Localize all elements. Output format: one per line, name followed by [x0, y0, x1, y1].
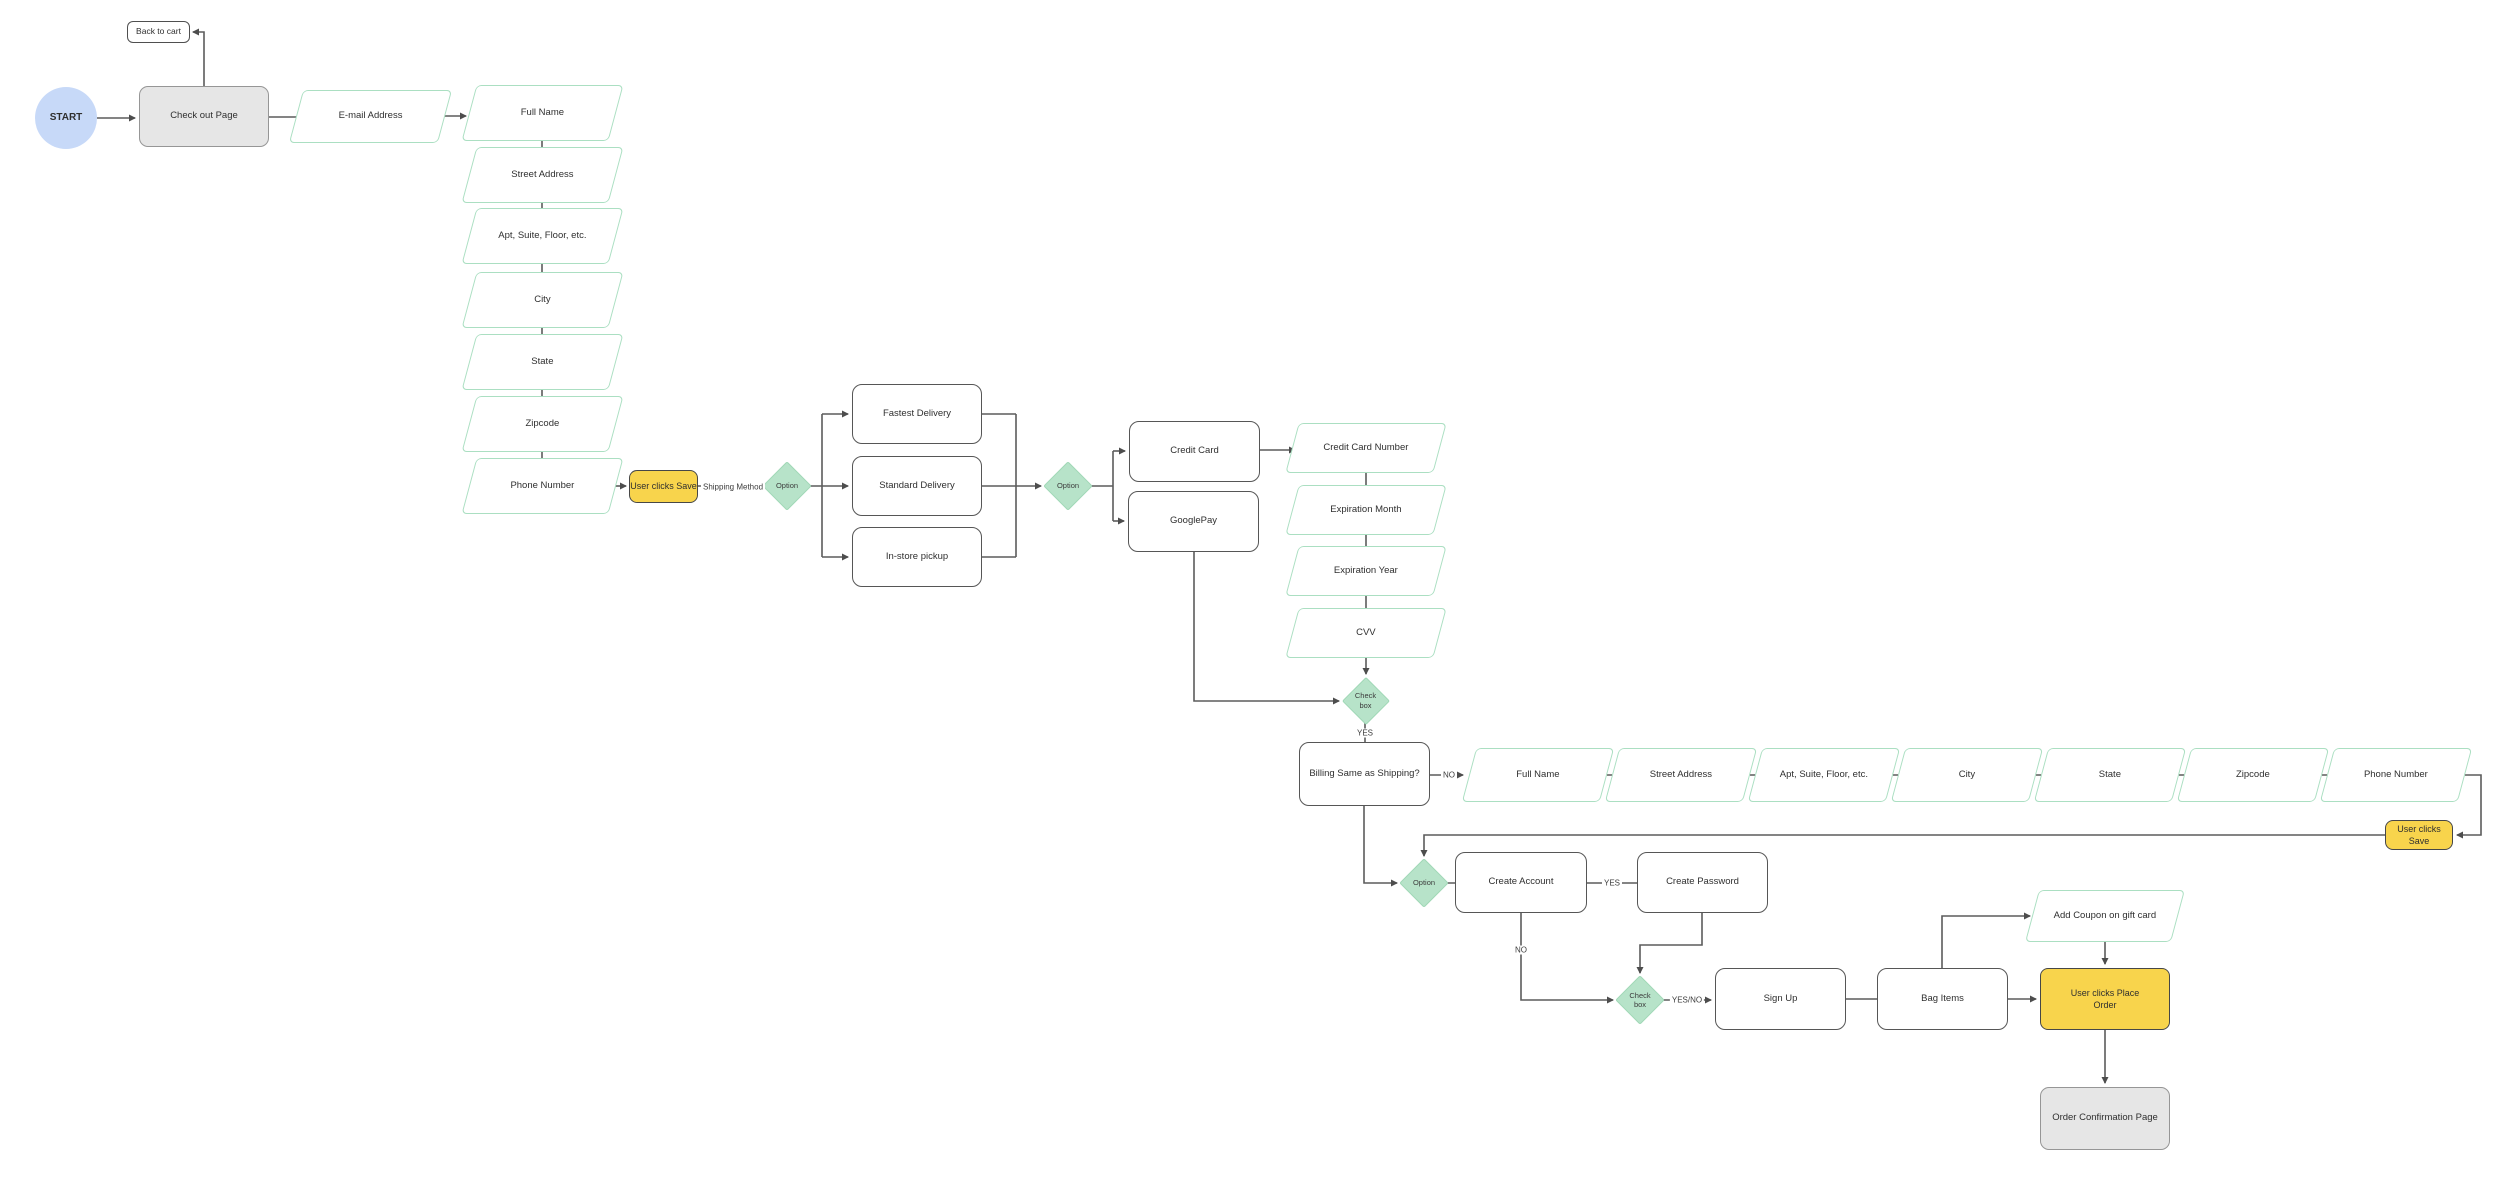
- node-checkout-page: Check out Page: [139, 86, 269, 147]
- node-label: Apt, Suite, Floor, etc.: [498, 229, 587, 241]
- node-check-box-billing: Check box: [1341, 676, 1390, 725]
- node-bill-street-address: Street Address: [1604, 748, 1758, 802]
- node-label: Expiration Year: [1334, 564, 1398, 576]
- node-bill-phone: Phone Number: [2319, 748, 2473, 802]
- node-user-clicks-save-1: User clicks Save: [629, 470, 698, 503]
- node-bill-zipcode: Zipcode: [2176, 748, 2330, 802]
- node-bill-full-name: Full Name: [1461, 748, 1615, 802]
- node-ship-city: City: [461, 272, 624, 328]
- node-ship-street-address: Street Address: [461, 147, 624, 203]
- node-sign-up: Sign Up: [1715, 968, 1846, 1030]
- node-label: Street Address: [511, 168, 574, 180]
- node-create-password: Create Password: [1637, 852, 1768, 913]
- node-label: State: [2098, 768, 2122, 780]
- edge-label-account-yes: YES: [1601, 878, 1623, 888]
- node-bill-state: State: [2033, 748, 2187, 802]
- node-back-to-cart: Back to cart: [127, 21, 190, 43]
- edge-label-account-no: NO: [1513, 945, 1529, 955]
- node-billing-same-as-shipping: Billing Same as Shipping?: [1299, 742, 1430, 806]
- node-option-account: Option: [1399, 858, 1449, 908]
- node-label: User clicks Place Order: [2070, 987, 2140, 1010]
- node-label: Option: [775, 481, 799, 491]
- node-label: Option: [1412, 878, 1436, 888]
- node-cc-number: Credit Card Number: [1285, 423, 1447, 473]
- node-ship-state: State: [461, 334, 624, 390]
- node-label: Zipcode: [2236, 768, 2270, 780]
- node-exp-month: Expiration Month: [1285, 485, 1447, 535]
- node-create-account: Create Account: [1455, 852, 1587, 913]
- node-check-box-account: Check box: [1615, 975, 1665, 1025]
- node-label: Option: [1056, 481, 1080, 491]
- node-label: Apt, Suite, Floor, etc.: [1779, 768, 1869, 780]
- node-label: City: [534, 293, 551, 305]
- node-label: Credit Card Number: [1323, 441, 1409, 453]
- edge-label-shipping-method: Shipping Method: [700, 482, 766, 492]
- node-ship-apt: Apt, Suite, Floor, etc.: [461, 208, 624, 264]
- node-ship-zipcode: Zipcode: [461, 396, 624, 452]
- node-add-coupon: Add Coupon on gift card: [2025, 890, 2185, 942]
- node-label: Full Name: [520, 106, 565, 118]
- node-label: Full Name: [1516, 768, 1560, 780]
- node-label: Check box: [1629, 990, 1651, 1009]
- node-ship-phone: Phone Number: [461, 458, 624, 514]
- node-bill-city: City: [1890, 748, 2044, 802]
- node-label: Expiration Month: [1330, 503, 1402, 515]
- edge-label-signup-yesno: YES/NO: [1669, 995, 1705, 1005]
- node-label: CVV: [1356, 626, 1376, 638]
- node-ship-full-name: Full Name: [461, 85, 624, 141]
- node-email-address: E-mail Address: [288, 90, 453, 143]
- edge-label-billing-no: NO: [1441, 770, 1457, 780]
- node-bill-apt: Apt, Suite, Floor, etc.: [1747, 748, 1901, 802]
- node-googlepay: GooglePay: [1128, 491, 1259, 552]
- node-cvv: CVV: [1285, 608, 1447, 658]
- node-option-shipping: Option: [762, 461, 812, 511]
- node-user-clicks-save-2: User clicks Save: [2385, 820, 2453, 850]
- node-label: E-mail Address: [338, 110, 403, 122]
- node-instore-pickup: In-store pickup: [852, 527, 982, 587]
- node-fastest-delivery: Fastest Delivery: [852, 384, 982, 444]
- node-label: Check box: [1354, 691, 1377, 710]
- node-label: Phone Number: [510, 479, 575, 491]
- node-start: START: [35, 87, 97, 149]
- node-standard-delivery: Standard Delivery: [852, 456, 982, 516]
- edge-label-billing-yes: YES: [1354, 728, 1376, 738]
- node-label: Street Address: [1649, 768, 1713, 780]
- node-exp-year: Expiration Year: [1285, 546, 1447, 596]
- node-label: Add Coupon on gift card: [2053, 909, 2157, 921]
- node-option-payment: Option: [1043, 461, 1093, 511]
- node-credit-card: Credit Card: [1129, 421, 1260, 482]
- node-order-confirmation: Order Confirmation Page: [2040, 1087, 2170, 1150]
- node-label: City: [1958, 768, 1976, 780]
- node-label: Phone Number: [2364, 768, 2428, 780]
- node-label: Zipcode: [525, 417, 560, 429]
- node-bag-items: Bag Items: [1877, 968, 2008, 1030]
- node-user-clicks-place-order: User clicks Place Order: [2040, 968, 2170, 1030]
- node-label: State: [531, 355, 554, 367]
